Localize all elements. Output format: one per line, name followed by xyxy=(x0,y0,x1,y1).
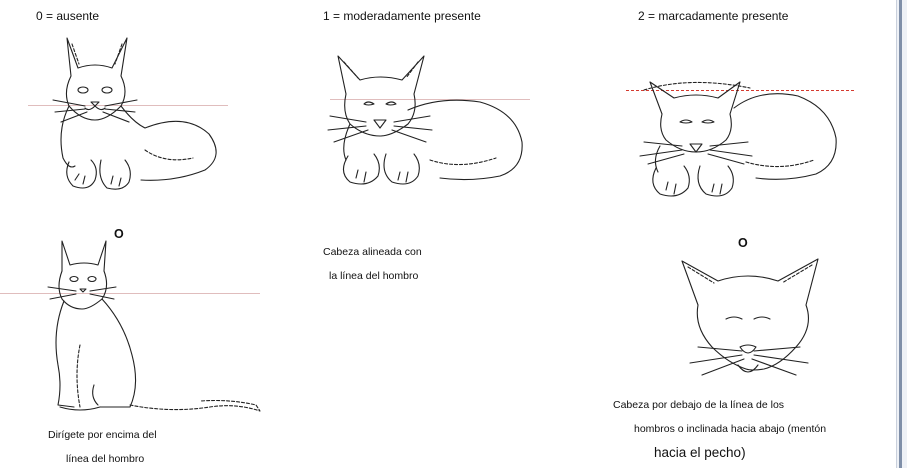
column-header-moderate: 1 = moderadamente presente xyxy=(323,9,481,23)
cat-head-chin-down-illustration xyxy=(681,258,819,376)
cat-lying-head-down-illustration xyxy=(639,81,837,197)
column-header-marked: 2 = marcadamente presente xyxy=(638,9,789,23)
cat-sitting-illustration xyxy=(47,240,261,412)
vertical-scrollbar[interactable] xyxy=(896,0,907,468)
or-mark-left: O xyxy=(114,227,124,241)
column-header-absent: 0 = ausente xyxy=(36,9,100,23)
caption-left-line1: Dirígete por encima del xyxy=(48,429,157,441)
caption-middle-line1: Cabeza alineada con xyxy=(323,246,422,258)
cat-lying-head-up-illustration xyxy=(52,37,217,190)
or-mark-right: O xyxy=(738,236,748,250)
shoulder-line-lying-absent xyxy=(28,105,228,106)
caption-middle-line2: la línea del hombro xyxy=(329,270,419,282)
shoulder-line-moderate xyxy=(330,99,530,100)
scrollbar-track[interactable] xyxy=(899,0,902,468)
caption-left-line2: línea del hombro xyxy=(66,453,145,465)
caption-right-line3: hacia el pecho) xyxy=(654,445,746,460)
shoulder-line-marked xyxy=(626,90,854,91)
caption-right-line2: hombros o inclinada hacia abajo (mentón xyxy=(634,423,827,435)
cat-lying-head-level-illustration xyxy=(327,55,523,185)
shoulder-line-sitting xyxy=(0,293,260,294)
caption-right-line1: Cabeza por debajo de la línea de los xyxy=(613,399,785,411)
